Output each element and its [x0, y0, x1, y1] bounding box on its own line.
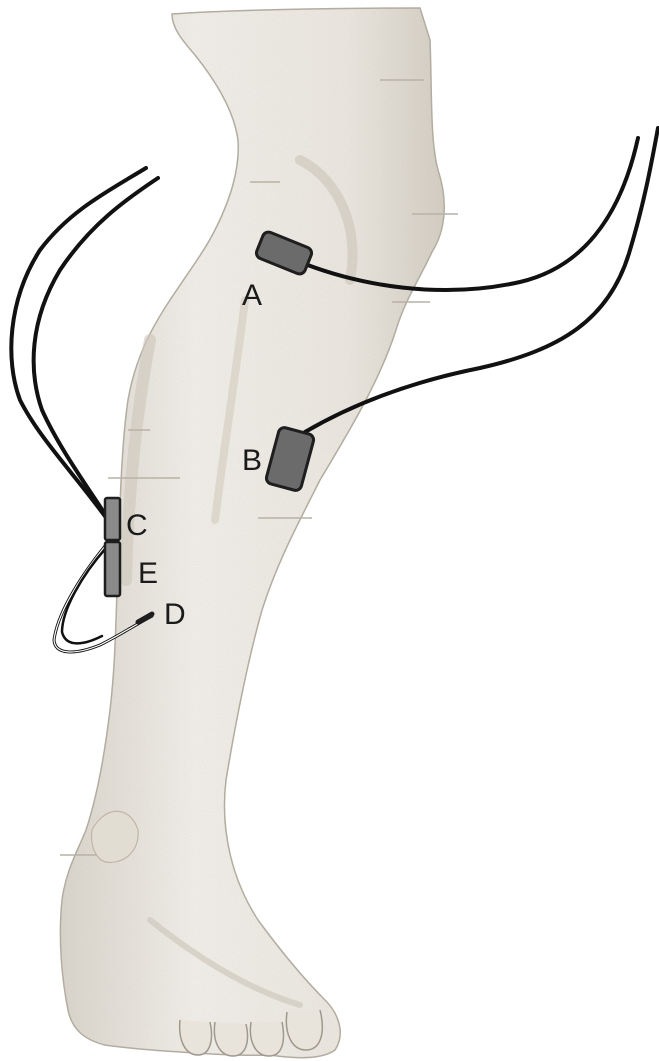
label-a: A	[242, 279, 262, 312]
wire-e-loop	[62, 548, 106, 643]
label-b: B	[242, 444, 262, 477]
electrode-c	[105, 498, 120, 540]
electrode-e	[105, 542, 120, 596]
label-e: E	[138, 557, 158, 590]
label-c: C	[126, 509, 148, 542]
label-d: D	[164, 598, 186, 631]
electrode-strip-e	[105, 542, 120, 596]
electrode-strip-c	[105, 498, 120, 540]
